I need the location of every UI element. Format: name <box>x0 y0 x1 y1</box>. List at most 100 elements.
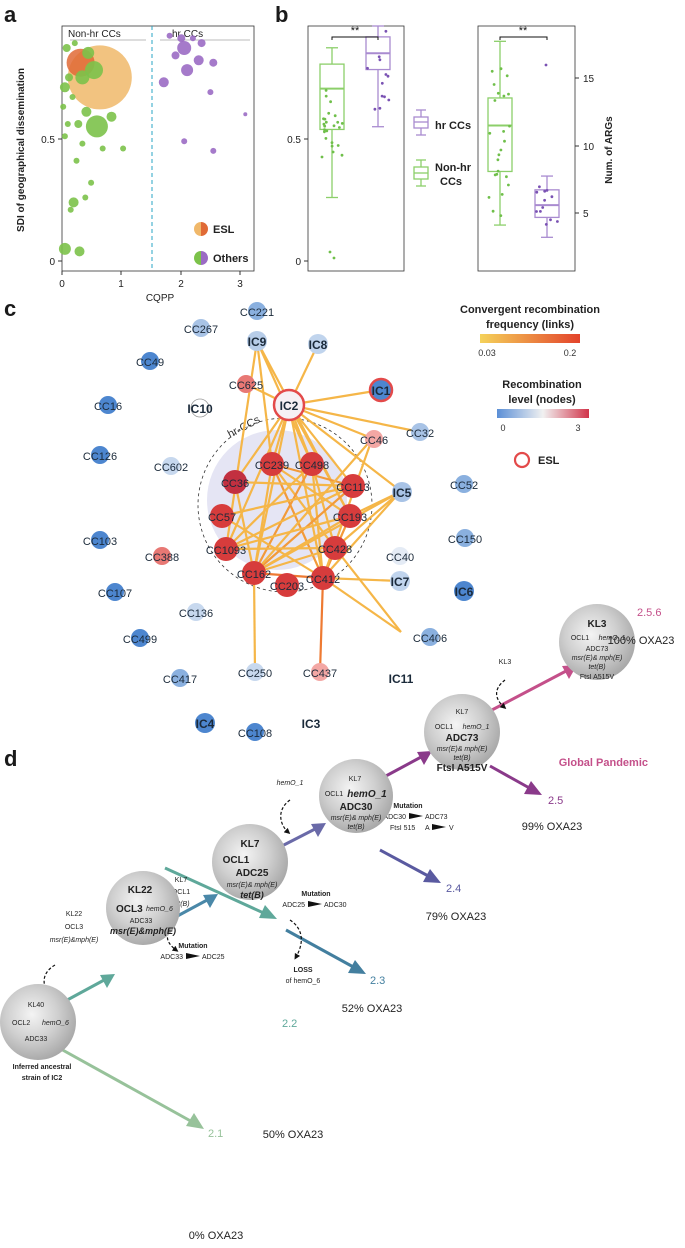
node-cc412: CC412 <box>306 566 340 590</box>
node-cc203: CC203 <box>270 573 304 597</box>
jitter-point <box>556 220 559 223</box>
point-hr-ccs-13 <box>210 147 217 154</box>
point-others-14 <box>61 133 68 140</box>
node-cc437: CC437 <box>303 663 337 681</box>
svg-text:CC239: CC239 <box>255 460 289 472</box>
point-others-4 <box>75 70 90 85</box>
svg-text:Mutation: Mutation <box>301 891 330 898</box>
node-cc388: CC388 <box>145 547 179 565</box>
ancestor-caption-2: strain of IC2 <box>22 1075 63 1082</box>
svg-text:OCL1: OCL1 <box>172 889 190 896</box>
svg-text:OCL1: OCL1 <box>223 855 250 866</box>
legend-a: ESL Others <box>194 222 248 265</box>
box-args-hr <box>534 175 560 238</box>
svg-text:CC221: CC221 <box>240 307 274 319</box>
jitter-point <box>499 148 503 152</box>
svg-text:ADC33: ADC33 <box>25 1036 48 1043</box>
jitter-point <box>495 172 499 176</box>
esl-label: ESL <box>538 455 560 467</box>
arrow-kl7-to-hemo <box>277 823 326 850</box>
node-cc602: CC602 <box>154 457 188 475</box>
point-hr-ccs-12 <box>181 138 188 145</box>
svg-text:CC417: CC417 <box>163 674 197 686</box>
arrow-hemo-to-adc73 <box>383 751 432 779</box>
outlier-point <box>544 63 548 67</box>
point-others-10 <box>64 121 71 127</box>
node-cc428: CC428 <box>318 536 352 560</box>
node-adc73: KL7 OCL1 hemO_1 ADC73 msr(E)& mph(E) tet… <box>424 694 500 774</box>
node-cc417: CC417 <box>163 669 197 687</box>
svg-text:CC32: CC32 <box>406 428 434 440</box>
jitter-point <box>380 81 384 85</box>
svg-text:IC9: IC9 <box>248 335 267 349</box>
svg-text:V: V <box>449 825 454 832</box>
jitter-point <box>502 94 506 98</box>
gain-arrow-2 <box>166 924 179 952</box>
link-legend: Convergent recombination frequency (link… <box>460 304 600 358</box>
node-tick-low: 0 <box>500 423 505 433</box>
jitter-point <box>340 153 344 157</box>
svg-text:IC3: IC3 <box>302 717 321 731</box>
jitter-point <box>544 223 548 226</box>
link-legend-title-1: Convergent recombination <box>460 304 600 316</box>
network-nodes: IC9 CC221 CC267 IC8 IC1 CC49 CC625 IC2 C… <box>83 302 482 741</box>
legend-others: Others <box>213 253 248 265</box>
others-legend-icon <box>194 251 201 265</box>
svg-text:msr(E)& mph(E): msr(E)& mph(E) <box>227 882 278 889</box>
point-others-18 <box>73 157 80 164</box>
y-ticks-a: 0 0.5 <box>41 135 62 268</box>
esl-legend-icon <box>194 222 201 236</box>
esl-ring-icon <box>513 451 531 469</box>
mutation-3: Mutation ADC30 ADC73 FtsI 515 A V <box>383 803 454 832</box>
y-axis-label-a: SDI of geographical dissemination <box>16 68 27 232</box>
jitter-point <box>332 124 336 128</box>
svg-text:CC113: CC113 <box>336 482 369 494</box>
svg-text:IC10: IC10 <box>187 402 213 416</box>
jitter-point <box>500 193 504 196</box>
jitter-point <box>378 106 382 110</box>
panel-b-left-frame <box>307 25 405 272</box>
jitter-point <box>323 130 326 134</box>
b-left-yticks: 0 0.5 <box>287 135 308 268</box>
panel-a-frame <box>61 25 255 272</box>
gain-label-2: KL7 OCL1 tet(B) <box>172 877 190 908</box>
mutation-2: Mutation ADC25 ADC30 <box>282 891 346 909</box>
panel-a-letter: a <box>4 2 17 27</box>
node-ancestor: KL40 OCL2 hemO_6 ADC33 Inferred ancestra… <box>0 984 76 1082</box>
svg-text:tet(B): tet(B) <box>240 890 264 900</box>
gain-label-3: hemO_1 <box>277 780 304 787</box>
svg-text:CC250: CC250 <box>238 668 272 680</box>
svg-text:KL22: KL22 <box>128 885 153 896</box>
jitter-point <box>499 214 503 218</box>
jitter-point <box>493 99 497 102</box>
svg-text:Mutation: Mutation <box>393 803 422 810</box>
node-cc498: CC498 <box>295 452 329 476</box>
jitter-point <box>502 130 505 133</box>
clade-2-2: 2.2 <box>282 1018 297 1030</box>
point-others-3 <box>85 61 103 80</box>
jitter-point <box>380 94 384 98</box>
point-hr-ccs-1 <box>177 34 186 43</box>
jitter-point <box>535 190 539 194</box>
svg-text:hemO_1: hemO_1 <box>463 724 490 731</box>
region-label-nonhr: Non-hr CCs <box>68 29 121 40</box>
point-others-15 <box>79 140 86 147</box>
clade-2-1: 2.1 <box>208 1128 223 1140</box>
point-hr-ccs-8 <box>181 64 194 77</box>
box-plots <box>319 25 560 260</box>
arrow-adc73-to-kl3 <box>489 665 577 713</box>
node-cc193: CC193 <box>333 504 367 528</box>
svg-text:OCL1: OCL1 <box>571 635 589 642</box>
clade-2-5: 2.5 <box>548 795 563 807</box>
svg-text:ADC73: ADC73 <box>425 814 448 821</box>
jitter-point <box>543 198 546 202</box>
point-others-1 <box>71 40 78 47</box>
svg-text:CC46: CC46 <box>360 435 388 447</box>
b-rtick-10: 10 <box>583 142 595 153</box>
node-ic10: IC10 <box>187 398 213 418</box>
node-ic5: IC5 <box>392 482 412 502</box>
oxa-2-5-6: 100% OXA23 <box>608 635 675 647</box>
jitter-point <box>324 137 328 140</box>
sig-stars-right: ** <box>519 25 528 37</box>
svg-text:FtsI A515V: FtsI A515V <box>580 674 615 681</box>
